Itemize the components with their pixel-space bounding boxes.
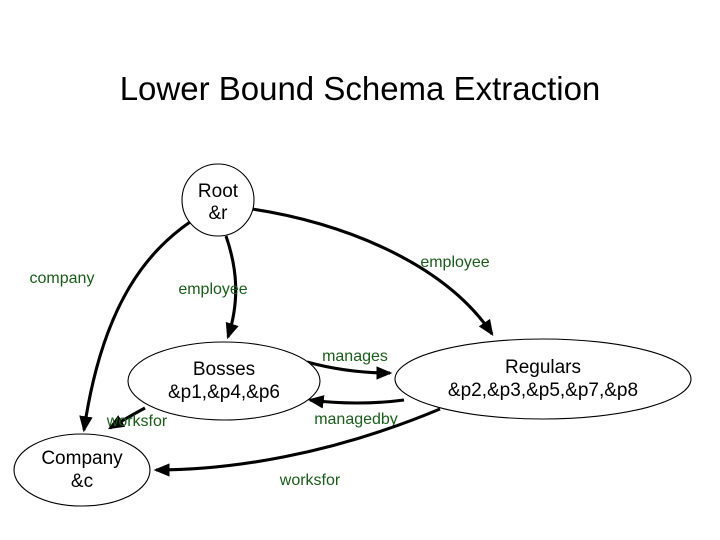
node-root-label-line2: &r — [209, 203, 229, 224]
edge-root-company-line — [79, 220, 191, 433]
edge-root-company: company — [30, 220, 191, 433]
node-company[interactable]: Company &c — [13, 433, 151, 507]
node-root[interactable]: Root &r — [181, 163, 255, 237]
node-bosses-label-line2: &p1,&p4,&p6 — [168, 382, 280, 403]
edge-regulars-bosses: managedby — [307, 395, 405, 428]
node-root-shape[interactable] — [181, 163, 255, 237]
edge-bosses-company-line — [107, 406, 146, 430]
edge-label-employee-bosses: employee — [178, 281, 247, 298]
node-bosses[interactable]: Bosses &p1,&p4,&p6 — [127, 341, 321, 421]
edge-label-manages: manages — [322, 348, 388, 365]
edge-bosses-regulars: manages — [306, 348, 393, 380]
node-company-label-line2: &c — [71, 471, 93, 492]
node-regulars[interactable]: Regulars &p2,&p3,&p5,&p7,&p8 — [394, 338, 692, 420]
edge-root-bosses: employee — [178, 235, 248, 340]
edge-root-regulars-line — [251, 207, 494, 337]
edge-regulars-company: worksfor — [153, 407, 441, 489]
edge-root-regulars: employee — [251, 207, 494, 337]
edge-regulars-bosses-line — [307, 395, 405, 409]
edge-label-company: company — [30, 270, 95, 287]
edge-label-managedby: managedby — [314, 411, 398, 428]
edge-bosses-regulars-line — [306, 360, 393, 380]
node-bosses-label-line1: Bosses — [193, 359, 255, 380]
edge-bosses-company: worksfor — [106, 406, 168, 430]
node-company-label-line1: Company — [41, 448, 123, 469]
node-company-shape[interactable] — [13, 433, 151, 507]
node-root-label-line1: Root — [198, 181, 239, 202]
page-title: Lower Bound Schema Extraction — [119, 70, 601, 107]
node-regulars-label-line2: &p2,&p3,&p5,&p7,&p8 — [448, 380, 638, 401]
node-regulars-label-line1: Regulars — [505, 357, 581, 378]
node-regulars-shape[interactable] — [394, 338, 692, 420]
edge-regulars-company-line — [153, 407, 441, 477]
node-bosses-shape[interactable] — [127, 341, 321, 421]
edge-label-worksfor-regulars: worksfor — [279, 472, 341, 489]
edge-label-employee-regulars: employee — [420, 254, 489, 271]
edge-label-worksfor-bosses: worksfor — [106, 413, 168, 430]
edge-root-bosses-line — [224, 235, 239, 340]
